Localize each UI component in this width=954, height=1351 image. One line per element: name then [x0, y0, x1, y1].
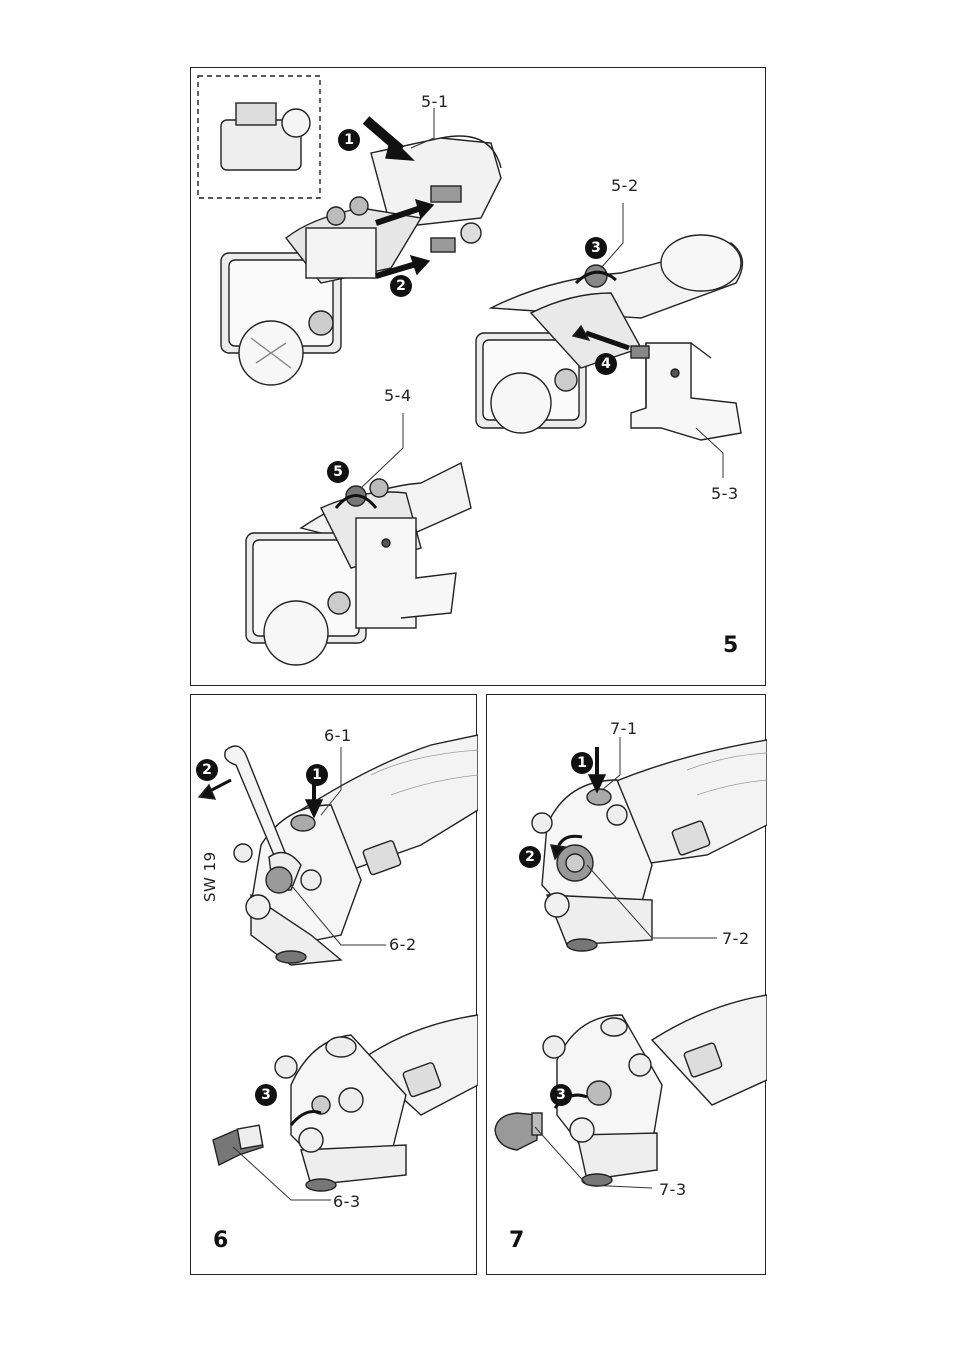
step-badge-1: 1: [571, 752, 593, 774]
step-badge-2: 2: [519, 846, 541, 868]
step-badge-2: 2: [196, 759, 218, 781]
label-5-2: 5-2: [611, 176, 639, 195]
label-6-1: 6-1: [324, 726, 352, 745]
step-badge-4: 4: [595, 353, 617, 375]
figure-6-illustration: [197, 734, 478, 1201]
step-badge-3: 3: [550, 1084, 572, 1106]
figure-number-5: 5: [723, 633, 739, 658]
wrench-sw19: [224, 745, 287, 861]
figure-7-illustration: [494, 737, 767, 1189]
inset-dashed-box: [197, 75, 321, 199]
label-7-2: 7-2: [722, 929, 750, 948]
step-badge-3: 3: [585, 237, 607, 259]
figure-number-7: 7: [509, 1228, 525, 1253]
figure-5-panel: 5-1 5-2 5-3 5-4 1 2 3 4 5 5: [190, 67, 766, 686]
step-badge-2: 2: [390, 275, 412, 297]
knob-5-2: [584, 264, 608, 288]
label-7-3: 7-3: [659, 1180, 687, 1199]
label-5-3: 5-3: [711, 484, 739, 503]
label-7-1: 7-1: [610, 719, 638, 738]
label-5-4: 5-4: [384, 386, 412, 405]
label-5-1: 5-1: [421, 92, 449, 111]
figure-6-panel: 6-1 6-2 6-3 SW 19 2 1 3 6: [190, 694, 478, 1275]
label-6-3: 6-3: [333, 1192, 361, 1211]
part-7-3: [494, 1112, 538, 1151]
figure-7-panel: 7-1 7-2 7-3 1 2 3 7: [486, 694, 767, 1275]
nut-6-2: [265, 866, 293, 894]
step-badge-1: 1: [338, 129, 360, 151]
step-badge-1: 1: [306, 764, 328, 786]
bracket-5-3: [630, 342, 742, 441]
step-badge-5: 5: [327, 461, 349, 483]
label-6-2: 6-2: [389, 935, 417, 954]
step-badge-3: 3: [255, 1084, 277, 1106]
wrench-size-label: SW 19: [201, 851, 219, 902]
figure-number-6: 6: [213, 1228, 229, 1253]
figure-5-illustration: [197, 75, 744, 666]
